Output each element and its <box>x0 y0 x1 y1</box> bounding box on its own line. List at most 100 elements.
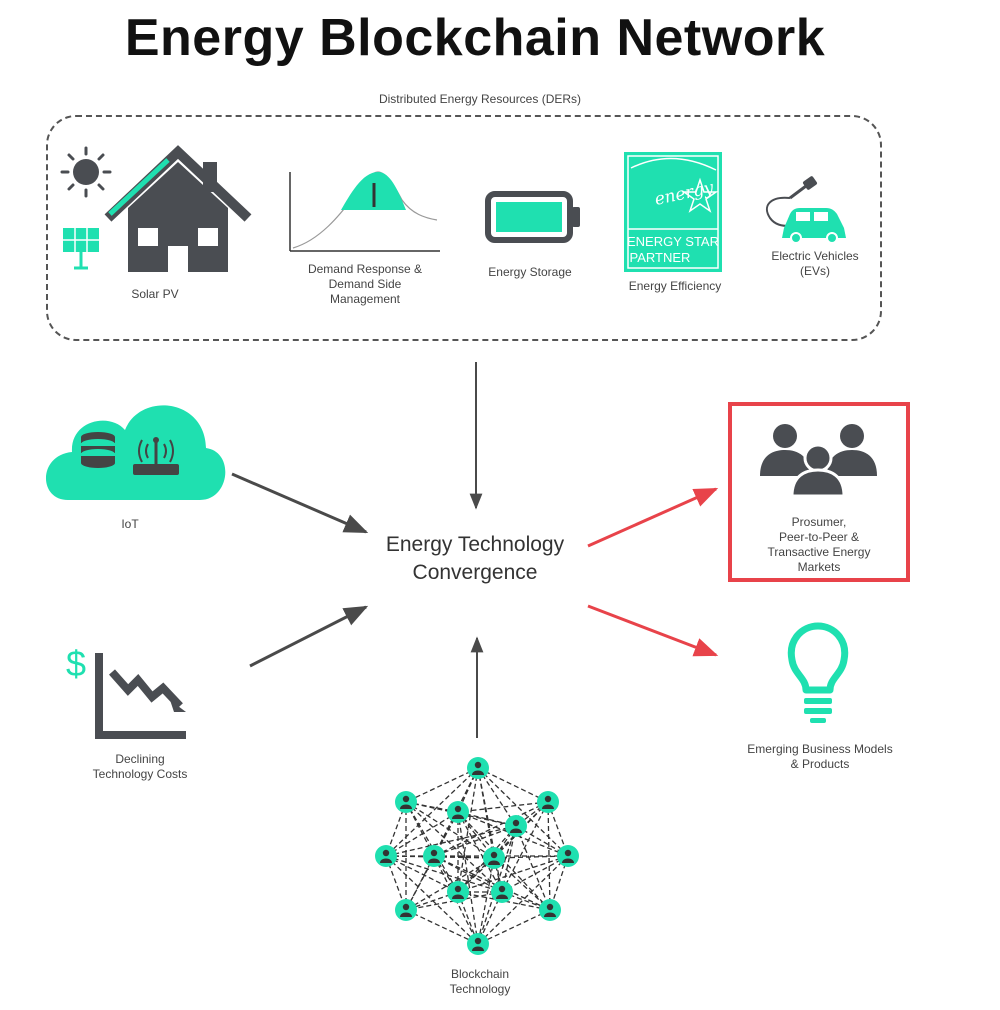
network-edge <box>477 767 517 827</box>
iot-cloud-icon <box>45 405 226 500</box>
label-line: Emerging Business Models <box>747 742 893 756</box>
network-edge <box>457 811 479 945</box>
label-line: Declining <box>115 752 165 766</box>
label-energy-efficiency: Energy Efficiency <box>628 279 722 293</box>
network-node <box>467 933 489 955</box>
label-line: Technology <box>449 982 511 996</box>
electric-car-icon <box>765 176 846 244</box>
network-edge <box>385 855 479 945</box>
label-energy-storage: Energy Storage <box>488 265 572 279</box>
network-edge <box>477 767 569 857</box>
network-edge <box>433 855 551 911</box>
network-node <box>395 791 417 813</box>
energy-star-icon <box>624 152 722 272</box>
network-edge <box>477 909 551 945</box>
der-section-caption: Distributed Energy Resources (DERs) <box>378 92 582 106</box>
network-edge <box>477 857 495 945</box>
arrow-center-to-business <box>587 604 719 657</box>
network-node <box>491 881 513 903</box>
label-prosumer: Prosumer, Peer-to-Peer & Transactive Ene… <box>738 515 900 575</box>
network-edge <box>385 767 479 857</box>
label-line: Markets <box>797 560 841 574</box>
label-business-models: Emerging Business Models & Products <box>725 742 915 772</box>
network-node <box>539 899 561 921</box>
network-edge <box>501 825 517 893</box>
network-edge <box>433 855 503 893</box>
label-line: Technology Costs <box>92 767 188 781</box>
label-line: Blockchain <box>450 967 510 981</box>
network-edge <box>457 811 503 893</box>
network-edge <box>457 801 549 813</box>
label-line: & Products <box>790 757 850 771</box>
network-edge <box>405 801 495 859</box>
solar-panel-icon <box>63 228 99 270</box>
network-edge <box>457 801 549 893</box>
arrow-iot-to-center <box>231 472 369 534</box>
network-edge <box>385 855 459 893</box>
label-line: Electric Vehicles <box>771 249 859 263</box>
people-group-icon <box>760 424 877 498</box>
label-line: Demand Side <box>328 277 402 291</box>
network-node <box>395 899 417 921</box>
label-line: Transactive Energy <box>767 545 871 559</box>
solar-house-icon <box>104 145 252 272</box>
label-electric-vehicles: Electric Vehicles (EVs) <box>755 249 875 279</box>
network-edge <box>501 855 569 893</box>
network-node <box>557 845 579 867</box>
network-edge <box>477 767 495 859</box>
declining-cost-chart-icon <box>95 653 186 739</box>
network-node <box>423 845 445 867</box>
center-line: Energy Technology <box>385 533 565 556</box>
network-edge <box>457 855 569 893</box>
center-node-label: Energy Technology Convergence <box>360 531 590 587</box>
network-node <box>447 881 469 903</box>
dollar-sign-icon: $ <box>66 643 86 684</box>
sun-icon <box>60 146 112 198</box>
network-edge <box>477 825 517 945</box>
network-node <box>447 801 469 823</box>
network-node <box>467 757 489 779</box>
network-edge <box>457 767 479 893</box>
energy-star-badge-line1: ENERGY STAR <box>627 234 719 249</box>
network-node <box>505 815 527 837</box>
network-edge <box>385 855 503 893</box>
label-solar-pv: Solar PV <box>131 287 179 301</box>
energy-star-badge-line2: PARTNER <box>630 250 691 265</box>
label-declining-costs: Declining Technology Costs <box>60 752 220 782</box>
network-edge <box>433 801 549 857</box>
network-edge <box>493 855 569 859</box>
network-edge <box>501 801 549 893</box>
der-dashed-box <box>46 115 882 341</box>
battery-icon <box>485 191 580 243</box>
network-edge <box>477 767 503 893</box>
label-iot: IoT <box>121 517 139 531</box>
lightbulb-icon <box>787 622 849 723</box>
diagram-title: Energy Blockchain Network <box>124 9 826 67</box>
network-edge <box>547 801 551 911</box>
network-node <box>537 791 559 813</box>
network-edge <box>477 855 569 945</box>
label-demand-response: Demand Response & Demand Side Management <box>290 262 440 307</box>
network-edge <box>493 857 551 911</box>
arrow-costs-to-center <box>249 605 369 668</box>
network-edge <box>405 857 495 911</box>
label-line: Management <box>329 292 401 306</box>
label-line: (EVs) <box>800 264 830 278</box>
blockchain-network-icon <box>375 757 579 955</box>
network-edge <box>493 857 503 893</box>
network-node <box>483 847 505 869</box>
network-edge <box>433 825 517 857</box>
label-line: Peer-to-Peer & <box>778 530 860 544</box>
label-line: Prosumer, <box>791 515 847 529</box>
demand-curve-icon <box>289 171 440 252</box>
network-edge <box>385 825 517 857</box>
arrow-center-to-prosumer <box>587 487 719 548</box>
network-edge <box>477 767 549 803</box>
prosumer-highlight-box <box>728 402 910 582</box>
network-edge <box>405 909 479 945</box>
center-line: Convergence <box>412 561 538 584</box>
label-line: Demand Response & <box>307 262 423 276</box>
network-node <box>375 845 397 867</box>
network-edge <box>405 767 479 803</box>
